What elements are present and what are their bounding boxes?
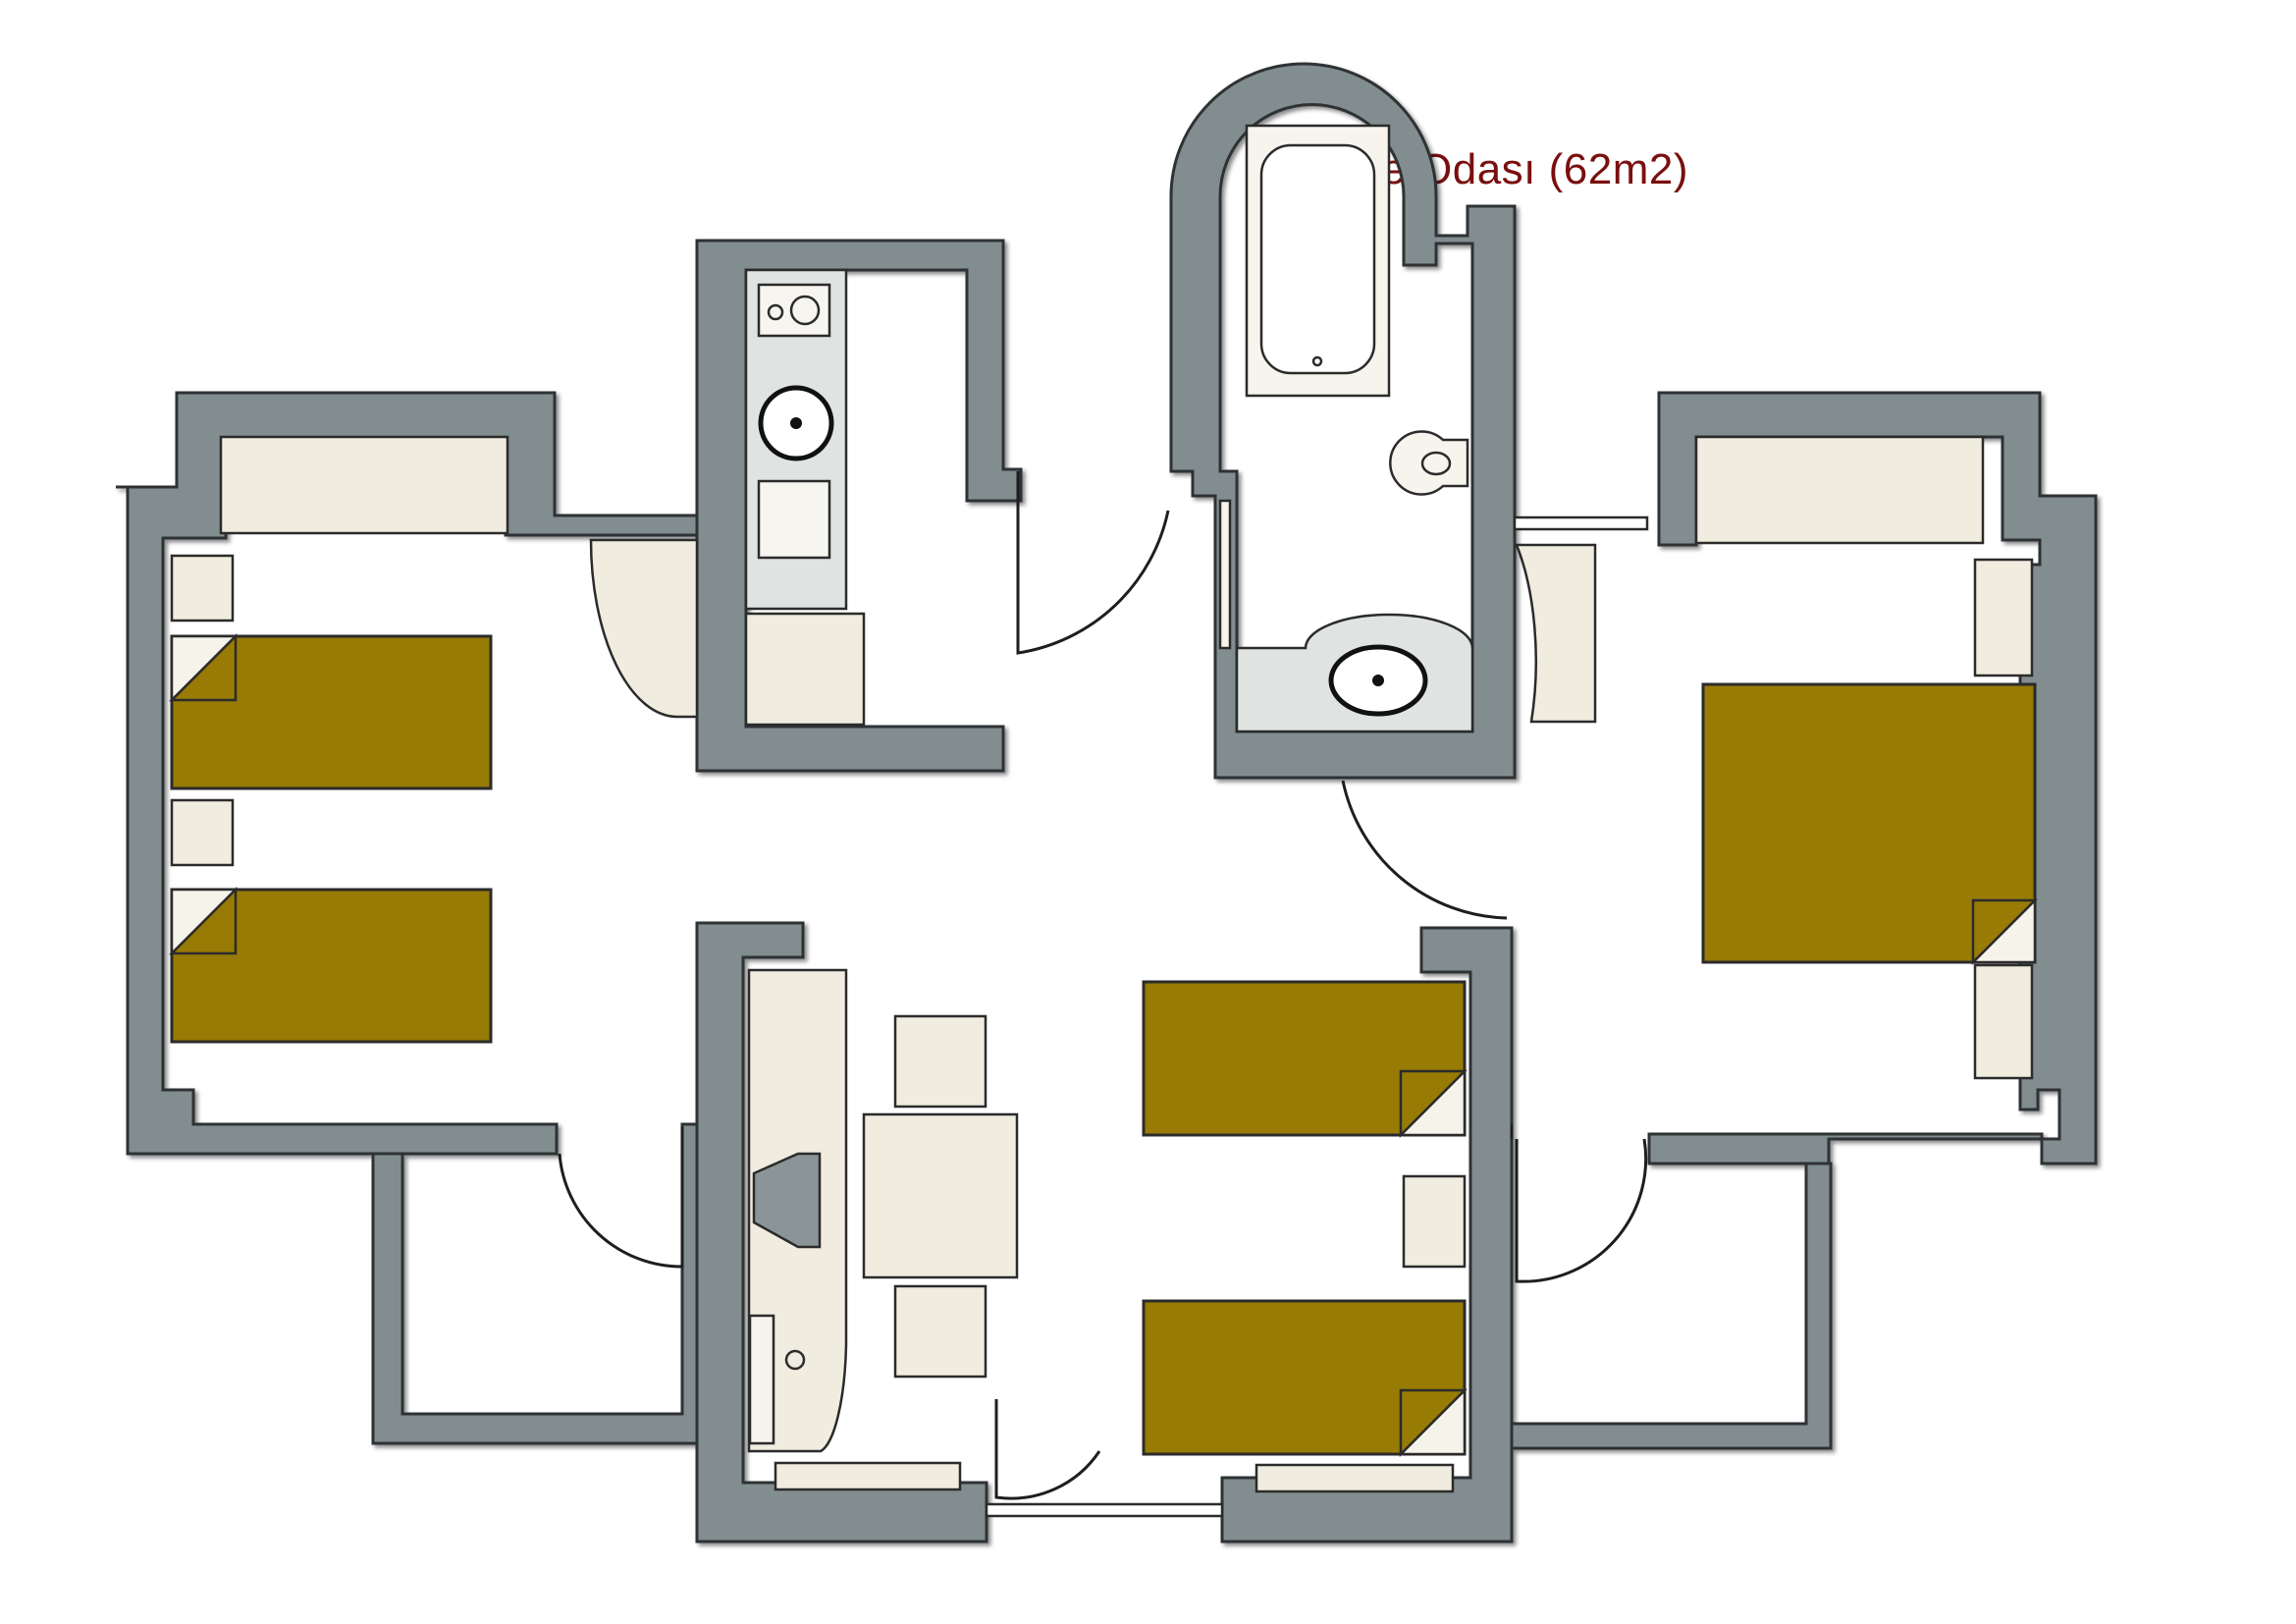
door-left-balcony: [558, 1127, 684, 1269]
right-nightstand-top: [1973, 558, 2034, 677]
kids-bench: [1255, 1463, 1455, 1493]
sink-drain: [790, 417, 802, 429]
right-bedroom-wall: [1647, 391, 2098, 1165]
kitchen-appliance: [757, 479, 831, 560]
right-nightstand-bottom: [1973, 963, 2034, 1080]
walls: [116, 62, 2098, 1543]
furniture: [170, 124, 2034, 1518]
right-wardrobe: [1515, 543, 1597, 724]
left-window-rail: [985, 1502, 1224, 1518]
stove-icon-small-burner: [767, 303, 784, 321]
bathtub-drain: [1311, 355, 1323, 367]
kids-nightstand: [1402, 1174, 1467, 1269]
right-dresser: [1694, 435, 1985, 545]
dining-table: [862, 1112, 1019, 1279]
dining-wall: [695, 921, 988, 1543]
bathroom-wall: [1169, 62, 1517, 780]
door-bathroom: [1341, 780, 1508, 920]
toilet-icon: [1389, 430, 1469, 496]
right-balcony-wall: [1510, 1162, 1833, 1450]
bed-kids-top: [1142, 980, 1468, 1139]
beds: [168, 632, 2039, 1458]
dining-bench: [774, 1461, 962, 1491]
right-window-rail: [1513, 515, 1649, 531]
kitchenette-knob: [784, 1349, 806, 1371]
stove-icon-large-burner: [789, 295, 821, 326]
bathtub-inner: [1259, 143, 1376, 375]
kitchenette-hood: [752, 1152, 822, 1249]
bed-left-bottom: [168, 886, 493, 1044]
dining-chair-top: [893, 1014, 988, 1109]
doors: [558, 471, 1648, 1500]
sink-icon-drain: [1372, 675, 1384, 686]
bed-kids-bottom: [1142, 1299, 1468, 1458]
door-dining-bath: [994, 1399, 1101, 1500]
kitchen-wall: [695, 239, 1023, 773]
door-kitchen: [1016, 471, 1170, 655]
bed-double-right: [1701, 682, 2039, 966]
door-right-balcony: [1515, 1138, 1648, 1283]
left-balcony-wall: [371, 1122, 704, 1445]
kitchen-table: [744, 612, 866, 727]
bed-left-top: [168, 632, 493, 790]
kitchenette-fridge: [748, 1314, 775, 1445]
dining-chair-bottom: [893, 1284, 988, 1379]
toilet-seat: [1420, 451, 1452, 476]
left-dresser: [219, 435, 509, 535]
left-nightstand-top: [170, 554, 235, 623]
left-wardrobe: [589, 538, 699, 719]
bathroom-door-panel: [1218, 499, 1232, 650]
left-nightstand-mid: [170, 798, 235, 867]
